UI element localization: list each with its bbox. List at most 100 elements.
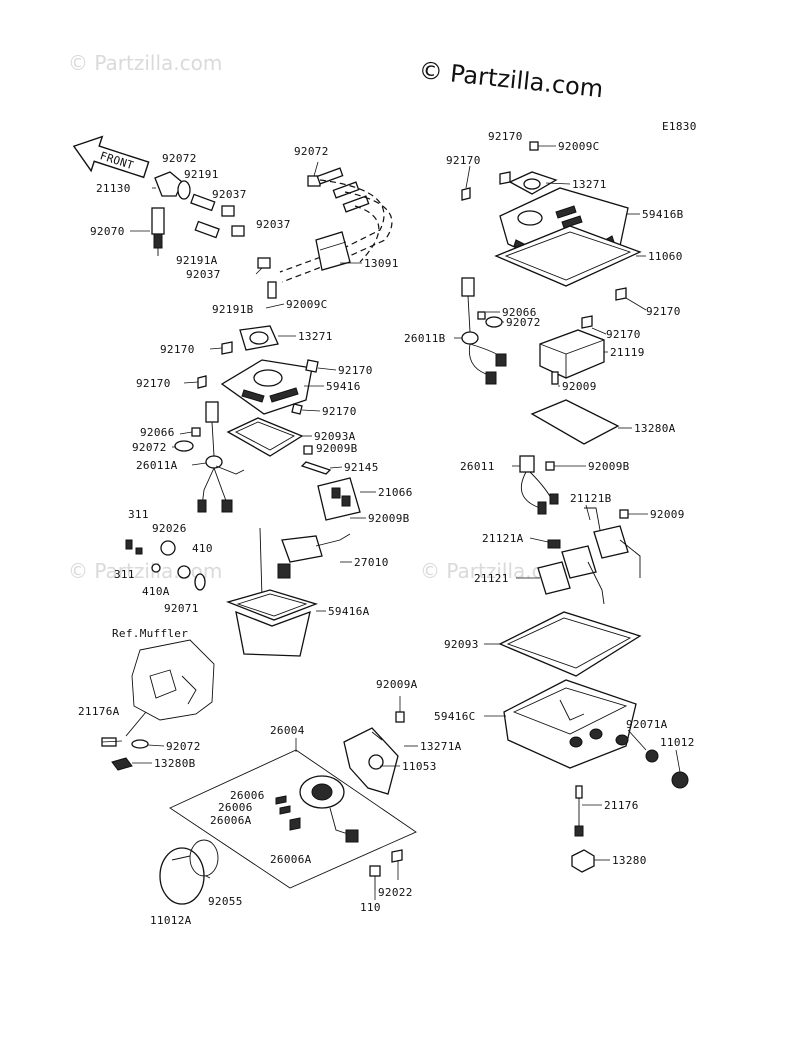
part-number-label: 21066 (378, 486, 413, 499)
part-number-label: 13091 (364, 257, 399, 270)
part-number-label: 92170 (488, 130, 523, 143)
part-number-label: 92170 (646, 305, 681, 318)
part-number-label: 92170 (322, 405, 357, 418)
regulator-icon (277, 533, 351, 579)
part-number-label: 26006A (270, 853, 312, 866)
leader-lines (101, 145, 681, 900)
part-number-label: 92037 (256, 218, 291, 231)
part-number-label: 92072 (162, 152, 197, 165)
part-number-label: 92093 (444, 638, 479, 651)
gasket-ring-icon (226, 417, 304, 457)
part-number-label: 92072 (294, 145, 329, 158)
part-number-label: 410A (142, 585, 170, 598)
spark-plug-icon (151, 207, 165, 256)
right-gasket-icon (494, 225, 642, 287)
part-number-label: 92066 (140, 426, 175, 439)
part-number-label: 92071A (626, 718, 668, 731)
part-number-label: 59416B (642, 208, 684, 221)
part-number-label: 13271A (420, 740, 462, 753)
part-number-label: 92009B (368, 512, 410, 525)
bracket-plate-icon (343, 727, 399, 795)
part-number-label: 92009 (650, 508, 685, 521)
part-number-label: 92072 (166, 740, 201, 753)
part-number-label: 92072 (506, 316, 541, 329)
part-number-label: 13271 (298, 330, 333, 343)
part-number-label: 92071 (164, 602, 199, 615)
part-number-label: 21176A (78, 705, 120, 718)
right-nut-icon (645, 749, 689, 789)
part-number-label: 27010 (354, 556, 389, 569)
small-bolts-icons (125, 539, 206, 591)
bolt-washer-icons (174, 427, 332, 475)
part-number-label: 110 (360, 901, 381, 914)
upper-cover-icon (220, 359, 313, 415)
temp-sensor-icon (574, 785, 584, 837)
base-gasket-icon (498, 611, 642, 677)
upper-right-gasket-icon (508, 171, 558, 195)
front-arrow-icon: FRONT (72, 135, 150, 179)
insulator-sheet-icon (530, 399, 620, 445)
spark-plug-cap-icon (154, 171, 191, 200)
watermark-text: © Partzilla.com (68, 51, 222, 75)
part-number-label: 59416 (326, 380, 361, 393)
part-number-label: 21176 (604, 799, 639, 812)
part-number-label: 26006 (230, 789, 265, 802)
part-number-label: 11060 (648, 250, 683, 263)
part-number-label: 26011 (460, 460, 495, 473)
part-number-label: 92170 (136, 377, 171, 390)
part-number-label: 26006 (218, 801, 253, 814)
part-number-label: 11012A (150, 914, 192, 927)
part-number-label: 92145 (344, 461, 379, 474)
part-number-label: 21121A (482, 532, 524, 545)
sensor-mount-icon (571, 849, 595, 873)
exploded-frame-outline (169, 749, 417, 889)
part-number-label: 21130 (96, 182, 131, 195)
part-number-label: 92009A (376, 678, 418, 691)
part-number-label: 92022 (378, 886, 413, 899)
cap-and-ring-icon (159, 839, 219, 905)
part-number-label: 92191A (176, 254, 218, 267)
part-number-label: 92009B (588, 460, 630, 473)
part-number-label: 59416A (328, 605, 370, 618)
part-number-label: 92072 (132, 441, 167, 454)
part-number-label: 13280 (612, 854, 647, 867)
ref-muffler-note: Ref.Muffler (112, 627, 188, 640)
connector-block-icon (315, 231, 351, 271)
part-number-label: 311 (128, 508, 149, 521)
part-number-label: 92055 (208, 895, 243, 908)
part-number-label: 59416C (434, 710, 476, 723)
part-number-label: 92009B (316, 442, 358, 455)
part-number-label: 26011A (136, 459, 178, 472)
copyright-text: © Partzilla.com (417, 56, 604, 103)
pickup-coil-icon (299, 775, 359, 843)
part-number-label: 13271 (572, 178, 607, 191)
ignition-harness-icon (519, 455, 559, 515)
gasket-plate-icon (239, 325, 279, 351)
base-box-icon (503, 679, 637, 769)
part-number-label: 92093A (314, 430, 356, 443)
part-number-label: 11012 (660, 736, 695, 749)
part-number-label: 26006A (210, 814, 252, 827)
part-number-label: 92170 (446, 154, 481, 167)
part-number-label: 92191B (212, 303, 254, 316)
harness-icon (197, 401, 245, 513)
diagram-code: E1830 (662, 120, 697, 133)
ignition-coils-icon (537, 507, 641, 605)
small-clip-icons (275, 795, 301, 831)
part-number-label: 26004 (270, 724, 305, 737)
part-number-label: 92009 (562, 380, 597, 393)
part-number-label: 92037 (186, 268, 221, 281)
part-number-label: 92009C (286, 298, 328, 311)
part-number-label: 92170 (160, 343, 195, 356)
part-number-label: 11053 (402, 760, 437, 773)
part-number-label: 92066 (502, 306, 537, 319)
part-number-label: 26011B (404, 332, 446, 345)
clip-icons (197, 341, 319, 415)
part-number-label: 311 (114, 568, 135, 581)
part-labels: 92072 92191 21130 92037 92070 92072 9203… (78, 130, 695, 927)
part-number-label: 92170 (338, 364, 373, 377)
part-number-label: 92026 (152, 522, 187, 535)
part-number-label: 92037 (212, 188, 247, 201)
part-number-label: 92009C (558, 140, 600, 153)
